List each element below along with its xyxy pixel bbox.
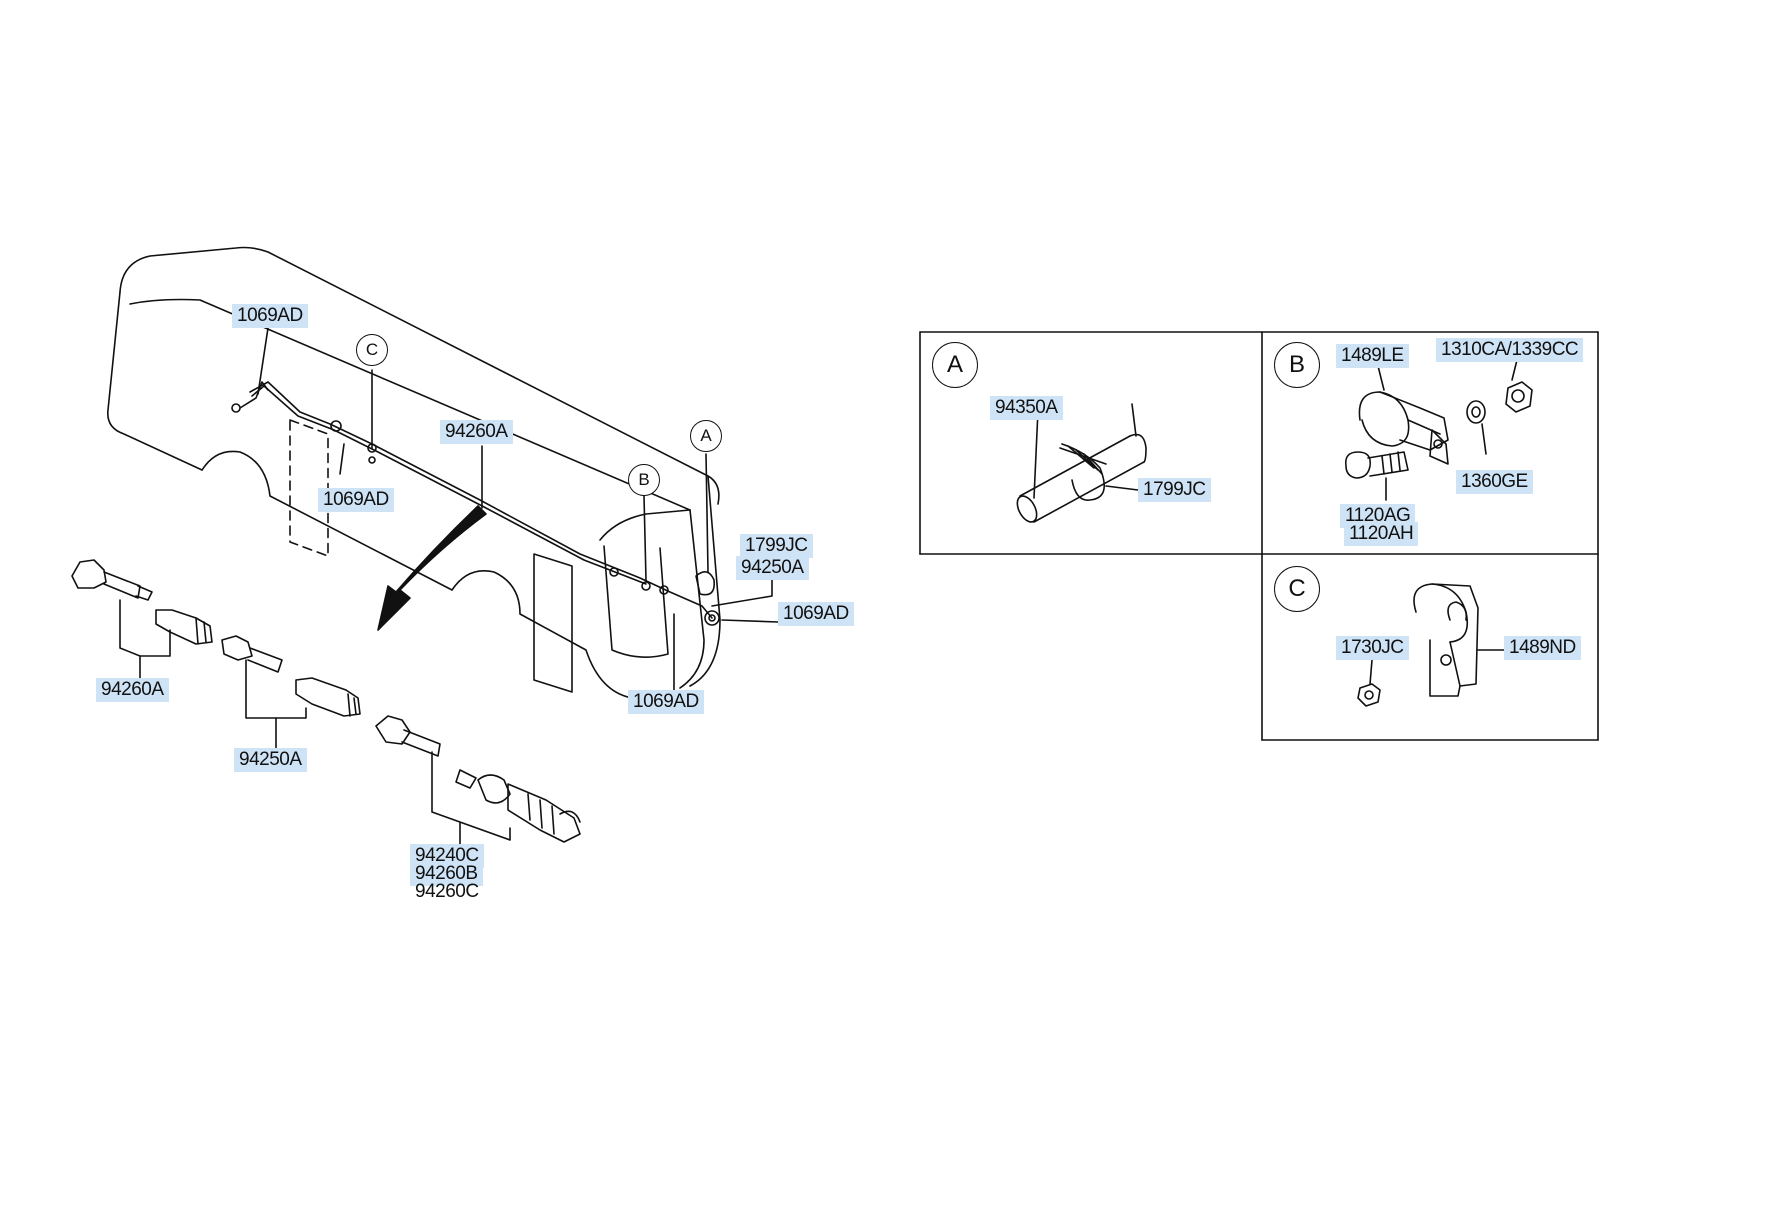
harness-wire — [231, 381, 720, 626]
label-94260c: 94260C — [415, 881, 479, 902]
label-1799jc-main: 1799JC — [740, 534, 813, 558]
label-94260a-harness: 94260A — [440, 420, 513, 444]
label-1069ad-mid: 1069AD — [318, 488, 394, 512]
bus-body-outline — [107, 246, 721, 699]
label-1069ad-bottom: 1069AD — [628, 690, 704, 714]
label-1310ca-1339cc: 1310CA/1339CC — [1436, 338, 1584, 362]
callout-c: C — [356, 334, 388, 366]
label-1069ad-top: 1069AD — [232, 304, 308, 328]
detail-grid — [919, 331, 1599, 741]
callout-b: B — [628, 464, 660, 496]
label-1799jc-detail: 1799JC — [1138, 478, 1211, 502]
detail-a-marker: A — [932, 342, 978, 388]
label-1120ah: 1120AH — [1344, 522, 1419, 546]
label-94250a-main: 94250A — [736, 556, 809, 580]
label-94250a-parts: 94250A — [234, 748, 307, 772]
label-1489nd: 1489ND — [1504, 636, 1581, 660]
detail-c-marker: C — [1274, 566, 1320, 612]
detail-c-drawing — [1357, 583, 1505, 707]
callout-a: A — [690, 420, 722, 452]
direction-arrow — [377, 505, 487, 631]
label-1120ag: 1120AG — [1340, 504, 1416, 528]
detail-a-drawing — [1016, 403, 1147, 523]
label-1730jc: 1730JC — [1336, 636, 1409, 660]
label-94260b: 94260B — [410, 862, 483, 886]
label-1489le: 1489LE — [1336, 344, 1409, 368]
label-94260a-parts: 94260A — [96, 678, 169, 702]
label-1069ad-right: 1069AD — [778, 602, 854, 626]
detail-b-drawing — [1344, 347, 1533, 501]
leader-lines-main — [257, 327, 779, 699]
cable-parts — [71, 559, 581, 853]
detail-b-marker: B — [1274, 342, 1320, 388]
label-1360ge: 1360GE — [1456, 470, 1533, 494]
label-94350a: 94350A — [990, 396, 1063, 420]
